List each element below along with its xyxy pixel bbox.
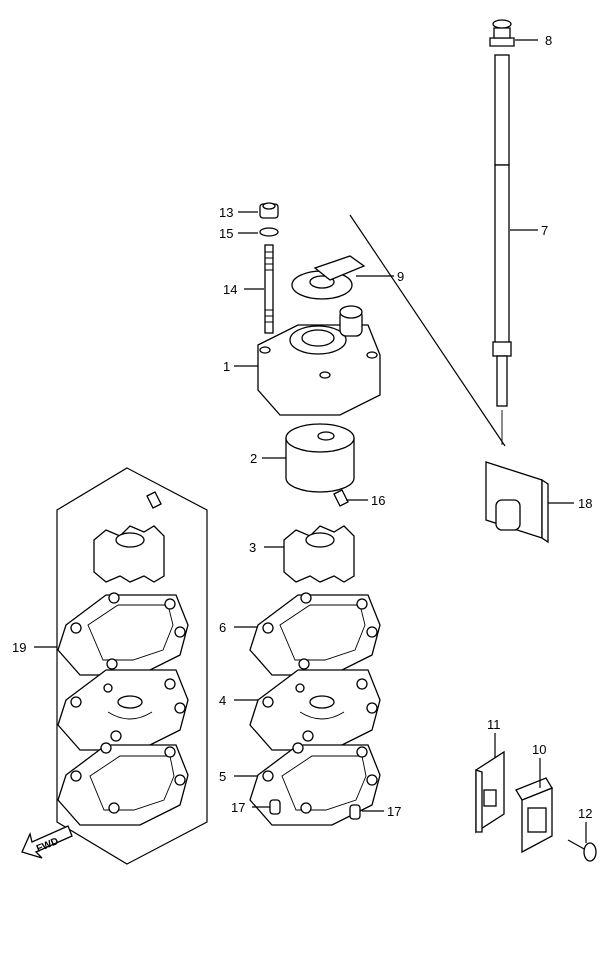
callout-3: 3 — [249, 540, 256, 555]
fwd-arrow-icon: FWD — [21, 825, 73, 859]
kit-gasket-lower-part — [57, 742, 189, 826]
kit-plate-part — [57, 669, 189, 751]
kit-key-part — [146, 491, 162, 509]
callout-4: 4 — [219, 693, 226, 708]
clamp-part — [475, 750, 505, 834]
seal-part — [291, 255, 366, 300]
stud-part — [264, 244, 274, 334]
pin-part — [349, 804, 361, 820]
leader-lines — [34, 39, 587, 843]
plate-part — [249, 669, 381, 751]
callout-2: 2 — [250, 451, 257, 466]
drive-shaft-part — [489, 19, 515, 445]
callout-12: 12 — [578, 806, 592, 821]
callout-9: 9 — [397, 269, 404, 284]
callout-17: 17 — [231, 800, 245, 815]
callout-18: 18 — [578, 496, 592, 511]
callout-13: 13 — [219, 205, 233, 220]
impeller-part — [283, 525, 355, 583]
callout-7: 7 — [541, 223, 548, 238]
liner-part — [285, 423, 355, 493]
callout-19: 19 — [12, 640, 26, 655]
callout-6: 6 — [219, 620, 226, 635]
washer-part — [259, 227, 279, 237]
nut-part — [259, 202, 279, 219]
screw-part — [567, 839, 597, 862]
callout-8: 8 — [545, 33, 552, 48]
kit-impeller-part — [93, 525, 165, 583]
callout-14: 14 — [223, 282, 237, 297]
callout-17: 17 — [387, 804, 401, 819]
pump-case-part — [257, 305, 381, 416]
key-part — [333, 489, 349, 507]
callout-5: 5 — [219, 769, 226, 784]
reference-line — [349, 214, 506, 447]
grommet-part — [485, 461, 549, 544]
gasket-upper-part — [249, 592, 381, 676]
kit-gasket-upper-part — [57, 592, 189, 676]
callout-1: 1 — [223, 359, 230, 374]
callout-11: 11 — [487, 717, 501, 732]
callout-15: 15 — [219, 226, 233, 241]
gasket-lower-part — [249, 742, 381, 826]
kit-outline — [56, 467, 208, 865]
callout-10: 10 — [532, 742, 546, 757]
pin-part — [269, 799, 281, 815]
holder-part — [515, 777, 553, 854]
callout-16: 16 — [371, 493, 385, 508]
